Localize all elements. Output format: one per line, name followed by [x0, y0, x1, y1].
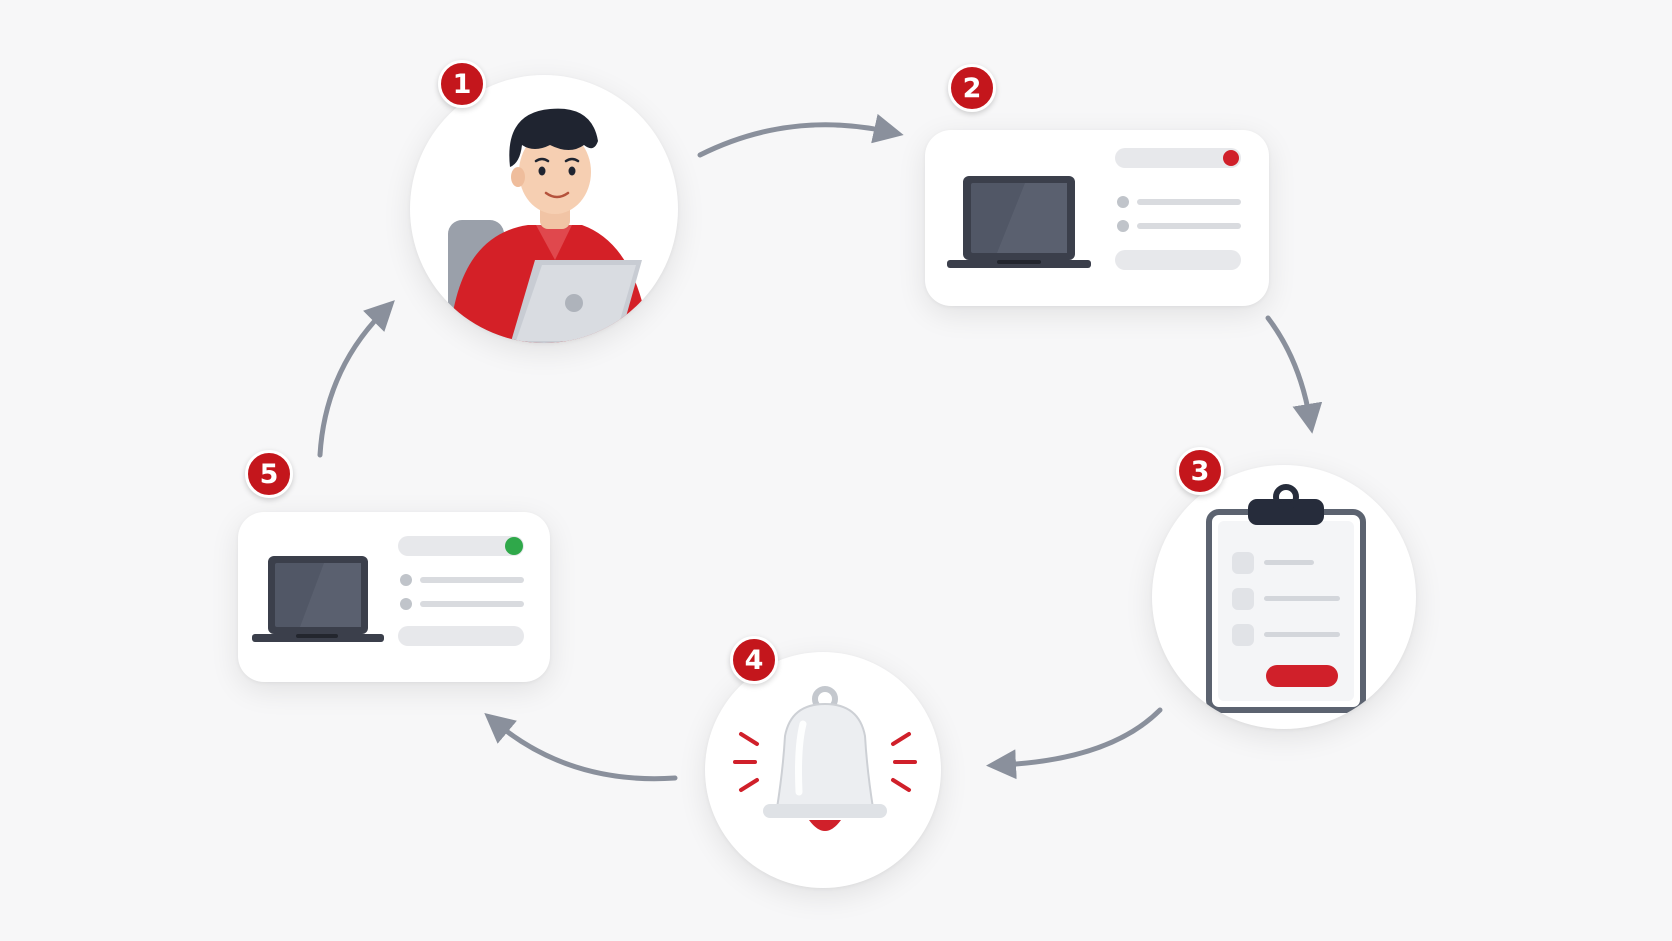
arrow-4-to-5 [484, 712, 678, 782]
step-2-node [925, 130, 1269, 306]
person-at-laptop-icon [448, 108, 650, 343]
step-5-node [238, 512, 550, 682]
step-4-badge: 4 [730, 636, 778, 684]
arrow-1-to-2 [697, 113, 904, 158]
step-3-node [1152, 465, 1416, 729]
status-dot-red [1223, 150, 1239, 166]
step-2-badge: 2 [948, 64, 996, 112]
arrow-5-to-1 [317, 300, 395, 458]
step-1-badge: 1 [438, 60, 486, 108]
laptop-form-card-icon [947, 148, 1241, 270]
arrow-2-to-3 [1265, 315, 1323, 434]
step-5-badge: 5 [245, 450, 293, 498]
laptop-form-card-icon [252, 536, 524, 646]
status-dot-green [505, 537, 523, 555]
step-3-badge: 3 [1176, 447, 1224, 495]
arrow-3-to-4 [986, 707, 1163, 780]
bell-alert-icon [733, 686, 917, 831]
clipboard-checklist-icon [1206, 484, 1366, 713]
step-4-node [705, 652, 941, 888]
step-1-node [410, 75, 678, 343]
